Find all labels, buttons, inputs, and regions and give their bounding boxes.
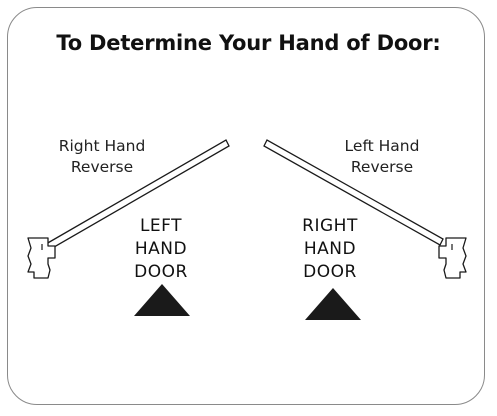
left-door-label-line2: HAND bbox=[134, 239, 188, 259]
left-door-slab bbox=[45, 139, 230, 251]
left-door-label-line1: LEFT bbox=[139, 216, 183, 236]
left-hand-door-label: LEFT HAND DOOR bbox=[118, 215, 204, 284]
right-door-slab bbox=[263, 139, 444, 246]
left-reverse-label: Right Hand Reverse bbox=[42, 136, 162, 178]
right-reverse-label: Left Hand Reverse bbox=[322, 136, 442, 178]
diagram-frame bbox=[7, 7, 485, 405]
right-reverse-label-line1: Left Hand bbox=[344, 137, 420, 155]
left-direction-triangle-icon bbox=[134, 284, 190, 316]
left-door-jamb-icon bbox=[27, 237, 56, 279]
left-door-label-line3: DOOR bbox=[134, 262, 188, 282]
right-direction-triangle-icon bbox=[305, 288, 361, 320]
right-door-jamb-icon bbox=[438, 237, 467, 279]
right-hand-door-label: RIGHT HAND DOOR bbox=[287, 215, 373, 284]
right-reverse-label-line2: Reverse bbox=[350, 158, 414, 176]
right-door-label-line1: RIGHT bbox=[302, 216, 358, 236]
left-reverse-label-line2: Reverse bbox=[70, 158, 134, 176]
diagram-title: To Determine Your Hand of Door: bbox=[56, 31, 441, 55]
right-door-label-line3: DOOR bbox=[303, 262, 357, 282]
right-door-label-line2: HAND bbox=[303, 239, 357, 259]
left-reverse-label-line1: Right Hand bbox=[58, 137, 146, 155]
